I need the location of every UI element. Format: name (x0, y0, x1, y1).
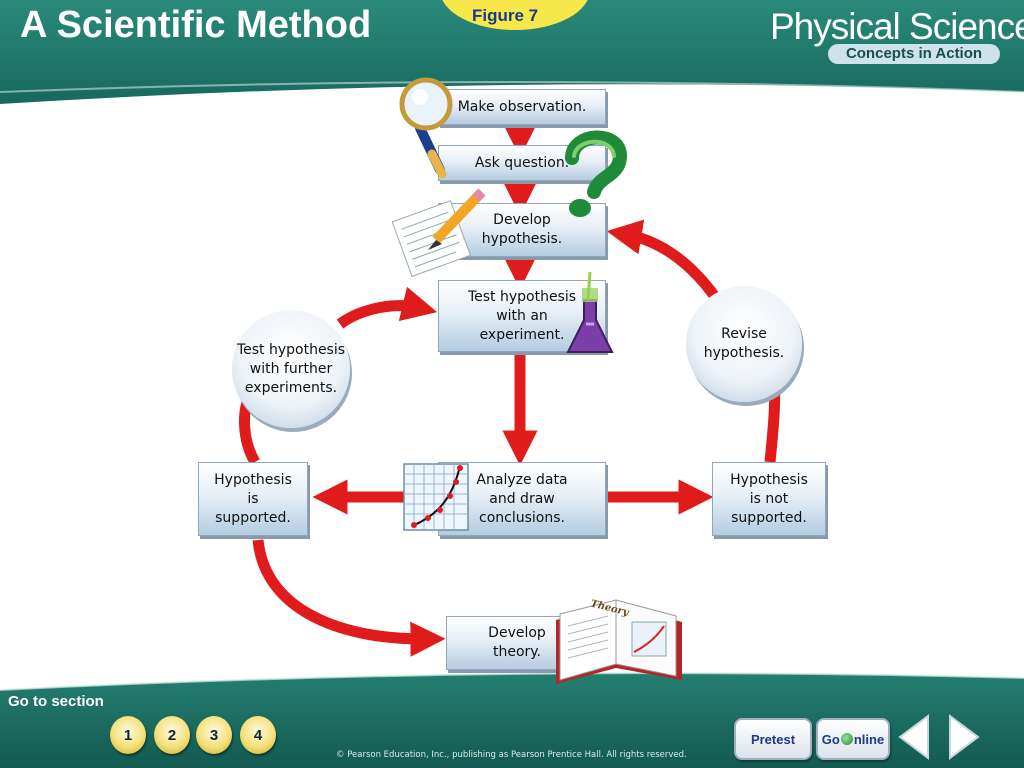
loop-revise-hypothesis: Revise hypothesis. (686, 286, 802, 402)
header-band (0, 0, 1024, 104)
brand-subtitle: Concepts in Action (828, 44, 1000, 64)
step-make-observation: Make observation. (438, 89, 606, 125)
previous-slide-icon[interactable] (896, 712, 932, 762)
pretest-button[interactable]: Pretest (734, 718, 812, 760)
step-hypothesis-not-supported: Hypothesis is not supported. (712, 462, 826, 536)
step-develop-theory: Develop theory. (446, 616, 588, 670)
section-3-button[interactable]: 3 (196, 716, 232, 754)
section-2-button[interactable]: 2 (154, 716, 190, 754)
copyright-notice: © Pearson Education, Inc., publishing as… (336, 750, 687, 760)
step-ask-question: Ask question. (438, 145, 606, 181)
section-4-button[interactable]: 4 (240, 716, 276, 754)
brand-title: Physical Science (770, 6, 1024, 47)
arc-further-to-test (336, 286, 438, 329)
step-develop-hypothesis: Develop hypothesis. (438, 203, 606, 257)
go-to-section-label: Go to section (8, 693, 104, 710)
loop-further-experiments: Test hypothesis with further experiments… (232, 310, 350, 428)
go-online-suffix: nline (853, 731, 885, 747)
arc-supported-to-theory (252, 539, 446, 657)
arc-revise-to-develop (606, 219, 721, 302)
globe-icon (840, 733, 853, 745)
step-hypothesis-supported: Hypothesis is supported. (198, 462, 308, 536)
step-test-hypothesis: Test hypothesis with an experiment. (438, 280, 606, 352)
step-analyze-data: Analyze data and draw conclusions. (438, 462, 606, 536)
figure-label: Figure 7 (472, 6, 539, 25)
next-slide-icon[interactable] (946, 712, 982, 762)
slide-title: A Scientific Method (20, 4, 372, 46)
section-1-button[interactable]: 1 (110, 716, 146, 754)
go-online-prefix: Go (821, 731, 840, 747)
